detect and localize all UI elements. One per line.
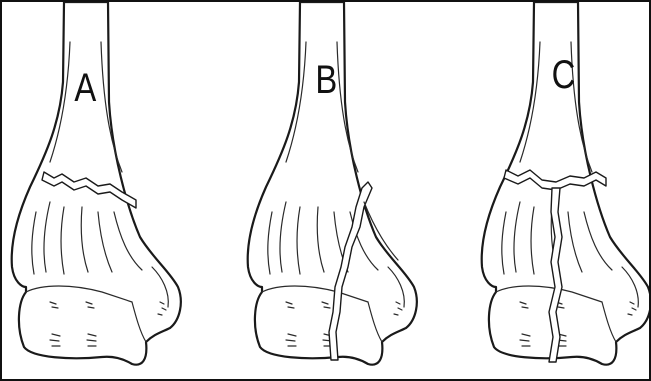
panel-b-femur bbox=[248, 2, 417, 365]
panel-label-b: B bbox=[315, 60, 337, 100]
panel-a-femur bbox=[12, 2, 181, 365]
panel-label-a: A bbox=[74, 68, 96, 108]
panel-label-c: C bbox=[552, 55, 576, 95]
